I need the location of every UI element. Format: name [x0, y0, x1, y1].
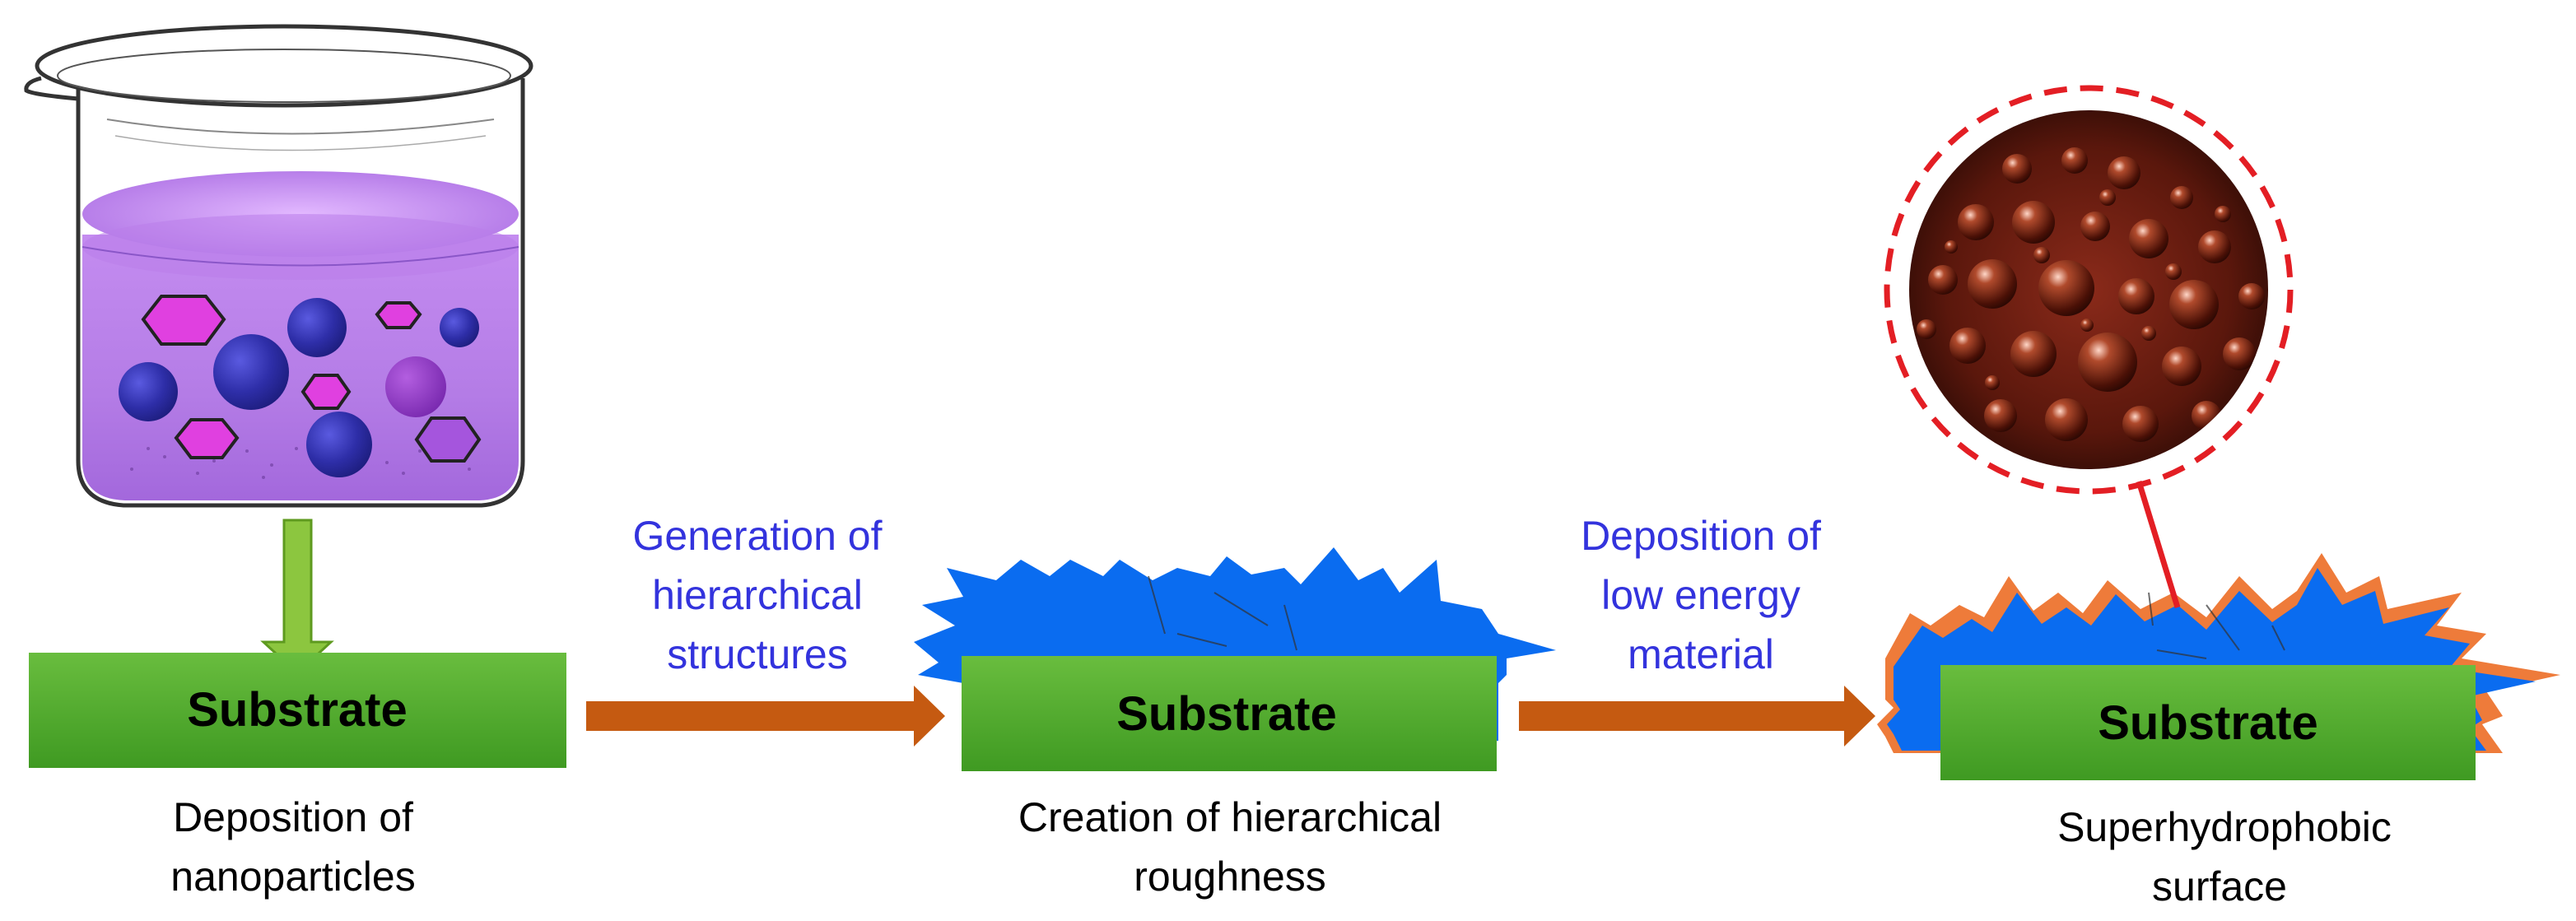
sphere-particle: [306, 412, 372, 477]
beaker: [24, 24, 533, 508]
stage3-caption-line1: Superhydrophobic: [2057, 804, 2392, 850]
sphere-particle: [119, 362, 178, 421]
process2-line2: low energy: [1601, 572, 1800, 618]
sphere-particle: [287, 298, 347, 357]
substrate-1-label: Substrate: [187, 683, 408, 737]
process1-line1: Generation of: [633, 513, 883, 559]
process-arrow-2: [1519, 686, 1875, 747]
zoom-connector: [2136, 480, 2181, 609]
substrate-1: Substrate: [29, 653, 566, 768]
zoom-ring: [1884, 85, 2294, 495]
stage2-caption-line2: roughness: [1134, 854, 1326, 900]
droplets: [1917, 147, 2274, 442]
process2-line1: Deposition of: [1581, 513, 1821, 559]
hexagon-particle: [375, 301, 422, 329]
substrate-2-label: Substrate: [1116, 687, 1337, 741]
zoom-inset: [1884, 85, 2294, 495]
stage2-caption-line1: Creation of hierarchical: [1018, 794, 1442, 840]
sphere-particle: [440, 308, 479, 347]
process-arrow-1: [586, 686, 945, 747]
sphere-particle: [385, 356, 446, 417]
stage1-caption-line2: nanoparticles: [170, 854, 415, 900]
down-arrow: [260, 519, 334, 676]
substrate-2: Substrate: [962, 656, 1497, 771]
hexagon-particle: [414, 416, 482, 463]
hexagon-particle: [300, 374, 352, 410]
process1-line3: structures: [667, 631, 848, 677]
sphere-particle: [213, 334, 289, 410]
stage3-caption-line2: surface: [2152, 863, 2287, 909]
stage1-caption-line1: Deposition of: [173, 794, 413, 840]
hexagon-particle: [141, 295, 226, 346]
substrate-3-label: Substrate: [2098, 696, 2318, 750]
process1-line2: hierarchical: [652, 572, 863, 618]
process2-line3: material: [1628, 631, 1774, 677]
hexagon-particle: [174, 418, 240, 459]
substrate-3: Substrate: [1940, 665, 2476, 780]
